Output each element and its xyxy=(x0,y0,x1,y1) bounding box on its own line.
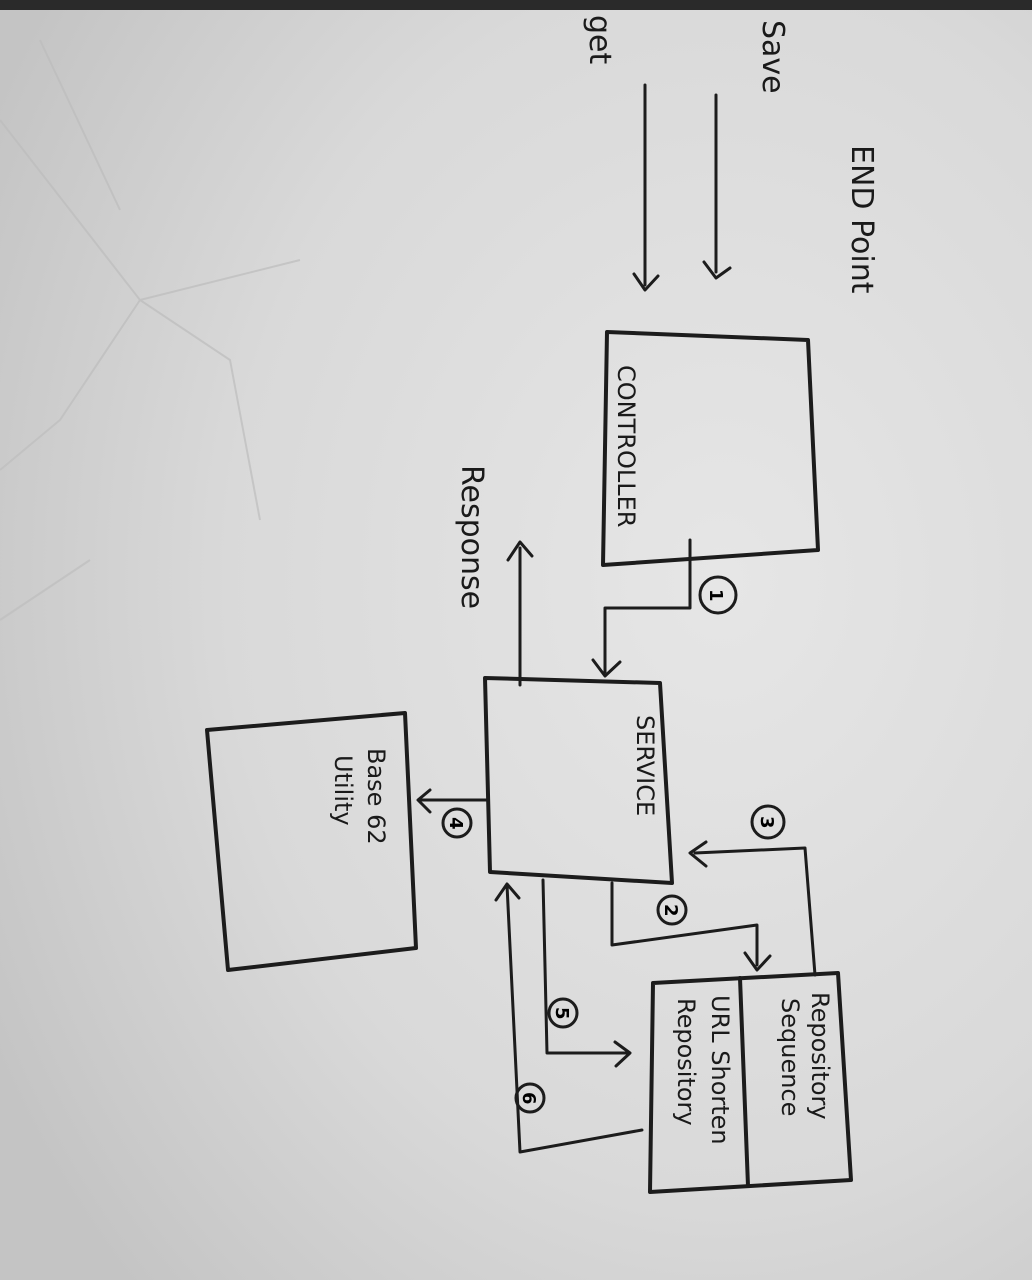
get-arrow xyxy=(632,83,660,292)
base62-label-line1: Base 62 xyxy=(362,748,390,845)
service-label: SERVICE xyxy=(631,715,659,816)
get-label: get xyxy=(582,15,617,65)
step-3-number: 3 xyxy=(756,816,777,829)
repo-sequence-line1: Repository xyxy=(806,992,834,1120)
repository-divider xyxy=(738,976,750,1188)
repo-url-line1: URL Shorten xyxy=(706,995,734,1145)
step-6-circle xyxy=(514,1082,546,1114)
step-2-circle xyxy=(656,894,688,926)
step-2-number: 2 xyxy=(660,904,681,917)
step-4-circle xyxy=(441,807,473,839)
endpoint-title: END Point xyxy=(844,145,879,294)
save-arrow xyxy=(702,93,732,280)
step-5-number: 5 xyxy=(551,1007,572,1020)
response-arrow xyxy=(506,540,534,687)
service-to-base62-arrow xyxy=(416,788,490,814)
save-label: Save xyxy=(755,20,790,94)
sequence-to-service-arrow xyxy=(688,840,817,977)
controller-label: CONTROLLER xyxy=(612,365,640,527)
service-to-url-repo-arrow xyxy=(541,878,632,1068)
step-6-number: 6 xyxy=(518,1092,539,1105)
repository-box xyxy=(648,971,853,1194)
step-3-circle xyxy=(750,804,786,840)
top-dark-edge xyxy=(0,0,1032,10)
response-label: Response xyxy=(454,465,489,609)
paper-creases xyxy=(0,39,301,621)
repo-url-line2: Repository xyxy=(672,998,700,1126)
base62-utility-box xyxy=(205,711,418,972)
step-4-number: 4 xyxy=(445,817,466,830)
service-to-sequence-arrow xyxy=(610,881,772,972)
url-repo-to-service-arrow xyxy=(494,882,644,1154)
controller-to-service-arrow xyxy=(591,538,692,678)
controller-box xyxy=(601,330,820,567)
step-1-number: 1 xyxy=(705,589,726,602)
service-box xyxy=(483,676,674,885)
step-5-circle xyxy=(547,997,579,1029)
repo-sequence-line2: Sequence xyxy=(776,998,804,1116)
base62-label-line2: Utility xyxy=(329,755,357,826)
step-1-circle xyxy=(698,575,738,615)
